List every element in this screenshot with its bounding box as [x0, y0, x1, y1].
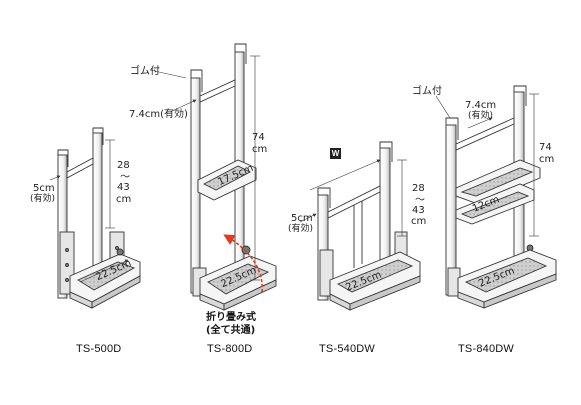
ts-500d-width-label: 5cm: [33, 183, 55, 194]
ts-500d-model: TS-500D: [76, 343, 122, 355]
ts-500d-height-sep: 〜: [120, 172, 130, 183]
ts-500d-dims: [49, 139, 129, 283]
ts-840dw-hook-label: 7.4cm: [465, 100, 497, 111]
ts-840dw-rubber-label: ゴム付: [412, 86, 442, 97]
ts-540dw-dims: [299, 159, 407, 237]
ts-540dw-width-label: 5cm: [291, 213, 313, 224]
wide-badge: W: [330, 148, 341, 159]
ts-500d-height-bottom: 43: [117, 182, 130, 193]
ts-540dw-height-top: 28: [412, 183, 425, 194]
ts-540dw-drawing: [317, 141, 421, 311]
ts-840dw-drawing: [445, 85, 557, 309]
ts-540dw-height-unit: cm: [411, 216, 427, 227]
ts-840dw-hook-note: (有効): [468, 111, 494, 121]
ts-800d-drawing: [190, 43, 277, 311]
ts-800d-model: TS-800D: [207, 343, 253, 355]
fold-note-line2: (全て共通): [206, 325, 256, 336]
ts-840dw-height-unit: cm: [539, 154, 555, 165]
ts-800d-height-value: 74: [252, 132, 265, 143]
ts-540dw-model: TS-540DW: [319, 343, 375, 355]
ts-500d-height-top: 28: [117, 160, 130, 171]
ts-540dw-height-sep: 〜: [415, 195, 425, 206]
ts-840dw-height-value: 74: [539, 142, 552, 153]
ts-800d-hook-label: 7.4cm(有効): [129, 109, 188, 120]
ts-840dw-model: TS-840DW: [458, 343, 514, 355]
fold-note-line1: 折り畳み式: [206, 312, 256, 323]
ts-500d-height-unit: cm: [116, 194, 132, 205]
fold-arrow: [223, 234, 263, 293]
ts-540dw-height-bottom: 43: [412, 205, 425, 216]
ts-540dw-width-note: (有効): [288, 224, 314, 234]
ts-800d-height-unit: cm: [252, 144, 268, 155]
ts-500d-width-note: (有効): [30, 194, 56, 204]
ts-840dw-dims: [435, 93, 539, 237]
ts-800d-dims: [149, 55, 260, 281]
ts-500d-drawing: [57, 127, 141, 309]
ts-800d-rubber-label: ゴム付: [130, 66, 160, 77]
